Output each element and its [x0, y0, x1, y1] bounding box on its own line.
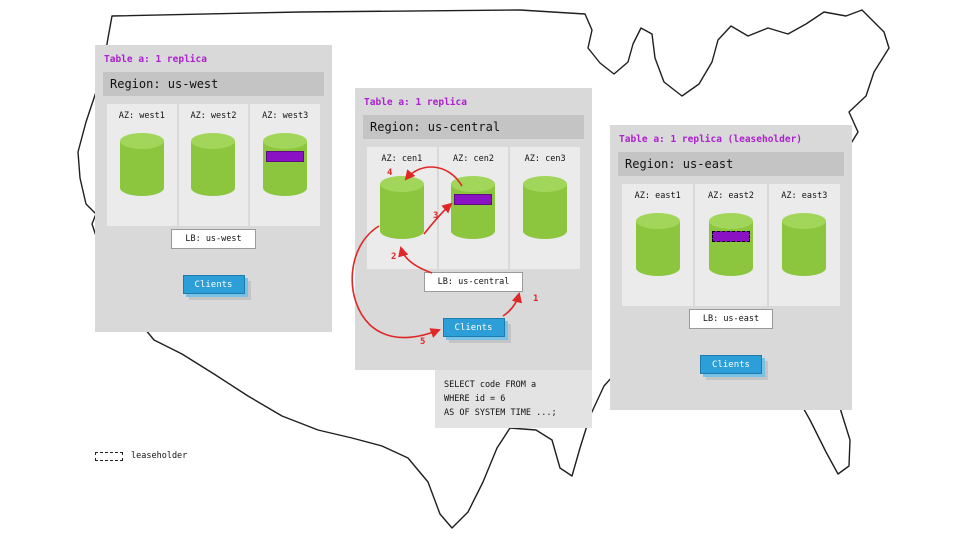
sql-query-box: SELECT code FROM a WHERE id = 6 AS OF SY… [435, 370, 592, 429]
database-cylinder-icon [263, 133, 308, 196]
region-panel-us-east: Table a: 1 replica (leaseholder) Region:… [610, 125, 852, 410]
az-label-west3: AZ: west3 [262, 111, 309, 121]
clients-box-us-east: Clients [700, 355, 762, 374]
az-label-cen1: AZ: cen1 [381, 154, 423, 164]
db-node-cen1 [378, 174, 426, 240]
az-column-east3: AZ: east3 [768, 184, 840, 306]
region-header-us-central: Region: us-central [363, 115, 584, 139]
database-cylinder-icon [119, 133, 164, 196]
db-node-cen3 [521, 174, 569, 240]
load-balancer-us-east: LB: us-east [688, 309, 774, 329]
db-node-east3 [780, 211, 828, 277]
clients-box-us-west: Clients [182, 275, 245, 294]
az-label-west1: AZ: west1 [118, 111, 165, 121]
region-panel-us-central: Table a: 1 replica Region: us-central AZ… [355, 88, 592, 370]
database-cylinder-icon [708, 213, 753, 276]
az-column-west3: AZ: west3 [250, 104, 320, 226]
region-header-us-east: Region: us-east [618, 152, 844, 176]
az-column-east1: AZ: east1 [622, 184, 694, 306]
db-node-west1 [118, 131, 166, 197]
leaseholder-legend-label: leaseholder [131, 451, 188, 461]
az-column-cen1: AZ: cen1 [367, 147, 437, 269]
az-label-east1: AZ: east1 [634, 191, 681, 201]
us-map-path [77, 9, 890, 529]
az-column-cen2: AZ: cen2 [438, 147, 509, 269]
clients-box-us-central: Clients [442, 318, 505, 337]
database-cylinder-icon [635, 213, 680, 276]
sql-query-line-1: SELECT code FROM a [444, 380, 537, 390]
az-row-us-east: AZ: east1 AZ: east2 AZ: east3 [622, 184, 840, 306]
sql-query-line-2: WHERE id = 6 [444, 394, 506, 405]
az-row-us-west: AZ: west1 AZ: west2 AZ: west3 [107, 104, 320, 226]
db-node-east1 [634, 211, 682, 277]
az-row-us-central: AZ: cen1 AZ: cen2 AZ: cen3 [367, 147, 580, 269]
load-balancer-us-west: LB: us-west [171, 229, 256, 249]
leaseholder-bar-east2 [711, 231, 750, 242]
az-label-cen2: AZ: cen2 [453, 154, 494, 164]
replica-bar-cen2 [454, 194, 493, 205]
az-label-east2: AZ: east2 [707, 191, 755, 201]
sql-query-line-3: AS OF SYSTEM TIME ...; [444, 408, 557, 419]
load-balancer-us-central: LB: us-central [423, 272, 524, 292]
az-column-cen3: AZ: cen3 [510, 147, 580, 269]
region-panel-us-west: Table a: 1 replica Region: us-west AZ: w… [95, 45, 332, 332]
az-column-east2: AZ: east2 [695, 184, 767, 306]
db-node-west3 [261, 131, 309, 197]
database-cylinder-icon [782, 213, 827, 276]
database-cylinder-icon [379, 176, 424, 239]
database-cylinder-icon [191, 133, 236, 196]
db-node-west2 [189, 131, 237, 197]
table-replica-label-west: Table a: 1 replica [104, 54, 207, 65]
az-column-west2: AZ: west2 [178, 104, 249, 226]
az-column-west1: AZ: west1 [107, 104, 177, 226]
az-label-east3: AZ: east3 [781, 191, 828, 201]
table-replica-label-east: Table a: 1 replica (leaseholder) [619, 134, 803, 145]
db-node-east2 [707, 211, 755, 277]
database-cylinder-icon [523, 176, 568, 239]
az-label-west2: AZ: west2 [190, 111, 237, 121]
replica-bar-west3 [266, 151, 305, 162]
db-node-cen2 [449, 174, 497, 240]
region-header-us-west: Region: us-west [103, 72, 324, 96]
table-replica-label-central: Table a: 1 replica [364, 97, 467, 108]
leaseholder-legend: leaseholder [95, 451, 187, 461]
database-cylinder-icon [451, 176, 496, 239]
leaseholder-legend-swatch-icon [95, 451, 123, 461]
az-label-cen3: AZ: cen3 [524, 154, 566, 164]
